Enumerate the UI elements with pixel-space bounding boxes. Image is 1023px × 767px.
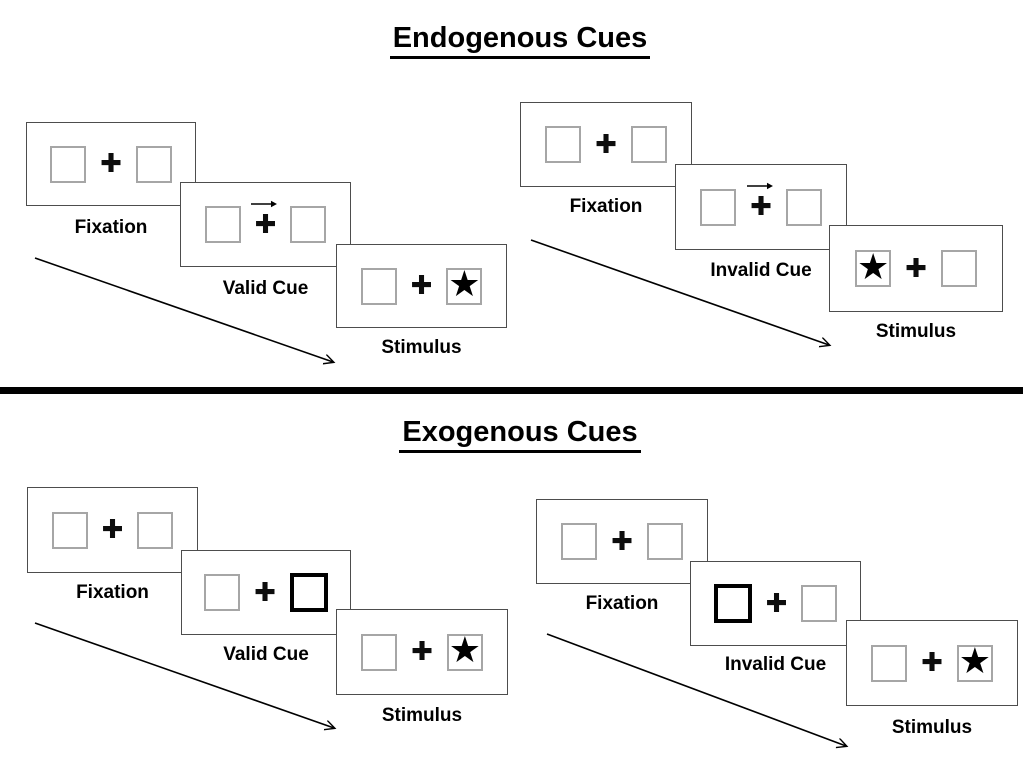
panel-label: Stimulus	[381, 337, 462, 358]
star-icon: ★	[958, 640, 992, 681]
star-box: ★	[855, 245, 892, 287]
stimulus-panel: ★ ✚	[829, 225, 1003, 312]
fixation-cross-icon: ✚	[921, 647, 943, 677]
valid-cue-panel: ✚	[181, 550, 351, 635]
placeholder-box-left	[51, 511, 88, 549]
cue-highlight-box	[289, 573, 328, 612]
fixation-cross-icon: ✚	[254, 208, 277, 239]
timeline-arrow-icon	[530, 239, 829, 345]
fixation-cross-icon: ✚	[750, 191, 772, 221]
fixation-cross-icon: ✚	[101, 514, 124, 544]
placeholder-box-right	[137, 511, 174, 549]
panel-label: Fixation	[585, 593, 659, 614]
placeholder-box-left	[871, 644, 908, 682]
right-arrow-icon	[251, 200, 278, 207]
panel-label: Stimulus	[875, 321, 957, 342]
panel-label: Valid Cue	[222, 278, 309, 299]
placeholder-box-right	[135, 145, 172, 183]
stimulus-panel: ✚ ★	[846, 620, 1018, 706]
star-box: ★	[446, 629, 483, 671]
placeholder-box-left	[360, 267, 397, 305]
timeline-arrow-icon	[34, 257, 333, 362]
section-title: Endogenous Cues	[389, 22, 651, 59]
timeline-arrow-icon	[546, 633, 846, 746]
fixation-cross-icon: ✚	[611, 525, 633, 556]
panel-label: Invalid Cue	[710, 260, 812, 281]
fixation-cross-icon: ✚	[765, 587, 788, 618]
stimulus-panel: ✚ ★	[336, 609, 508, 695]
panel-label: Fixation	[569, 196, 643, 217]
star-icon: ★	[448, 263, 481, 304]
fixation-cross-icon: ✚	[411, 636, 433, 666]
placeholder-box-right	[785, 188, 822, 226]
section-divider	[0, 387, 1023, 394]
panel-label: Fixation	[76, 582, 149, 603]
placeholder-box-left	[204, 574, 241, 611]
placeholder-box-right	[801, 585, 838, 622]
fixation-cross-icon: ✚	[254, 576, 276, 607]
star-icon: ★	[448, 629, 482, 670]
fixation-panel: ✚	[536, 499, 708, 584]
placeholder-box-right	[630, 126, 667, 163]
cue-highlight-box	[713, 584, 752, 623]
timeline-arrow-icon	[34, 622, 334, 728]
fixation-panel: ✚	[26, 122, 196, 206]
placeholder-box-right	[940, 250, 977, 287]
central-cue: ✚	[251, 200, 278, 239]
endogenous-section-header: Endogenous Cues	[18, 22, 1022, 59]
placeholder-box-left	[361, 633, 398, 671]
star-box: ★	[956, 640, 993, 682]
fixation-panel: ✚	[27, 487, 198, 573]
section-title: Exogenous Cues	[399, 416, 641, 453]
panel-label: Valid Cue	[223, 644, 309, 665]
star-box: ★	[446, 263, 483, 305]
placeholder-box-right	[646, 523, 683, 560]
invalid-cue-panel: ✚	[675, 164, 847, 250]
fixation-cross-icon: ✚	[595, 128, 617, 159]
invalid-cue-panel: ✚	[690, 561, 861, 646]
fixation-cross-icon: ✚	[905, 252, 927, 283]
placeholder-box-left	[700, 188, 737, 226]
exogenous-section-header: Exogenous Cues	[18, 416, 1022, 453]
right-arrow-icon	[746, 182, 773, 190]
placeholder-box-left	[561, 523, 598, 560]
central-cue: ✚	[746, 182, 773, 221]
fixation-cross-icon: ✚	[100, 148, 122, 178]
panel-label: Invalid Cue	[724, 654, 827, 675]
panel-label: Stimulus	[381, 705, 463, 726]
valid-cue-panel: ✚	[180, 182, 351, 267]
placeholder-box-left	[204, 206, 241, 243]
panel-label: Fixation	[74, 217, 148, 238]
fixation-panel: ✚	[520, 102, 692, 187]
placeholder-box-right	[290, 206, 327, 243]
star-icon: ★	[856, 245, 890, 287]
placeholder-box-left	[50, 145, 87, 183]
placeholder-box-left	[545, 126, 582, 163]
stimulus-panel: ✚ ★	[336, 244, 507, 328]
fixation-cross-icon: ✚	[410, 270, 433, 300]
panel-label: Stimulus	[891, 717, 973, 738]
